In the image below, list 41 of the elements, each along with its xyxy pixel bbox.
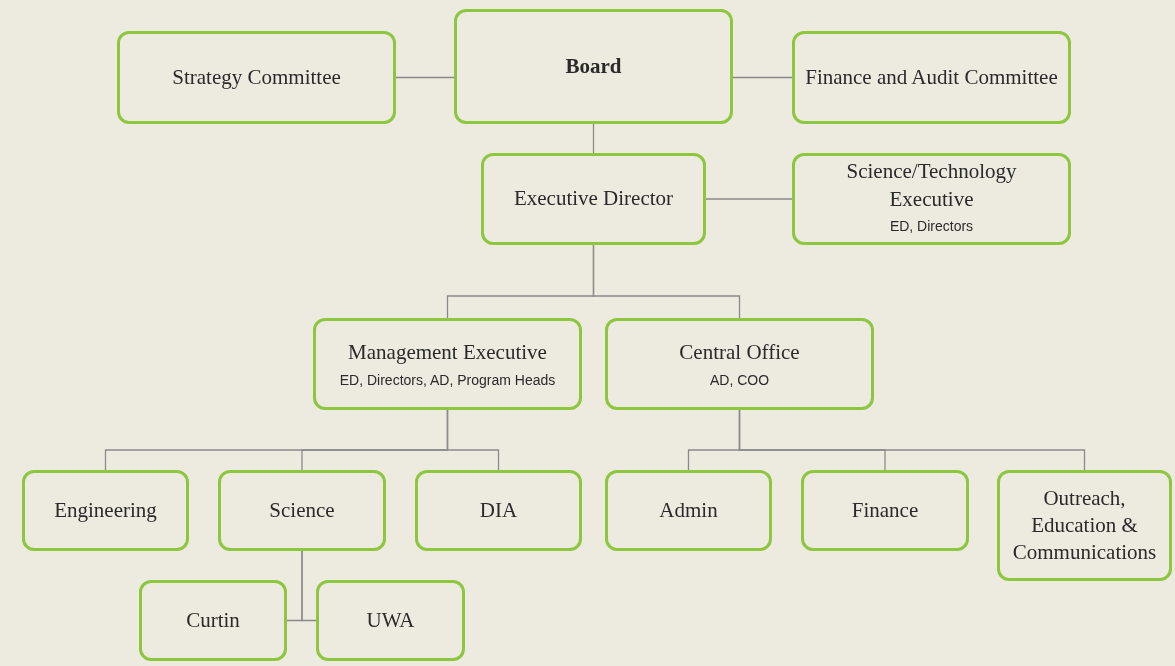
org-box <box>792 31 1071 124</box>
unit-name: Engineering <box>54 496 157 524</box>
connector-line <box>592 123 595 154</box>
unit-name: Strategy Committee <box>172 63 341 91</box>
connector-line <box>738 409 1086 471</box>
org-box <box>139 580 287 661</box>
unit-name: Board <box>565 52 622 80</box>
connector-line <box>705 198 793 200</box>
org-box <box>792 153 1071 245</box>
org-box <box>218 470 386 551</box>
unit-name: Executive Director <box>513 185 674 213</box>
unit-name: Science <box>269 496 335 524</box>
unit-name: Science/Technology Executive <box>845 158 1018 213</box>
unit-name: Outreach, Education & Communications <box>1011 484 1158 567</box>
members-text: AD, COO <box>709 370 770 389</box>
unit-name: Central Office <box>679 339 800 367</box>
org-box <box>22 470 189 551</box>
connector-line <box>395 76 455 79</box>
unit-name: Curtin <box>186 606 240 634</box>
connector-line <box>446 409 500 471</box>
org-box <box>316 580 465 661</box>
members-text: ED, Directors <box>889 217 974 236</box>
unit-name: Finance and Audit Committee <box>805 63 1058 91</box>
unit-name: Finance <box>851 496 919 524</box>
org-box <box>997 470 1172 581</box>
org-box <box>605 318 874 410</box>
org-box <box>313 318 582 410</box>
org-box <box>415 470 582 551</box>
org-box <box>605 470 772 551</box>
connector-line <box>732 76 793 79</box>
org-box <box>117 31 396 124</box>
connector-line <box>301 550 317 622</box>
org-box <box>454 9 733 124</box>
unit-name: Admin <box>659 496 718 524</box>
org-box <box>801 470 969 551</box>
unit-name: Management Executive <box>348 339 547 367</box>
org-box <box>481 153 706 245</box>
unit-name: DIA <box>479 496 518 524</box>
connector-line <box>592 244 741 319</box>
unit-name: UWA <box>366 606 415 634</box>
members-text: ED, Directors, AD, Program Heads <box>339 370 556 389</box>
